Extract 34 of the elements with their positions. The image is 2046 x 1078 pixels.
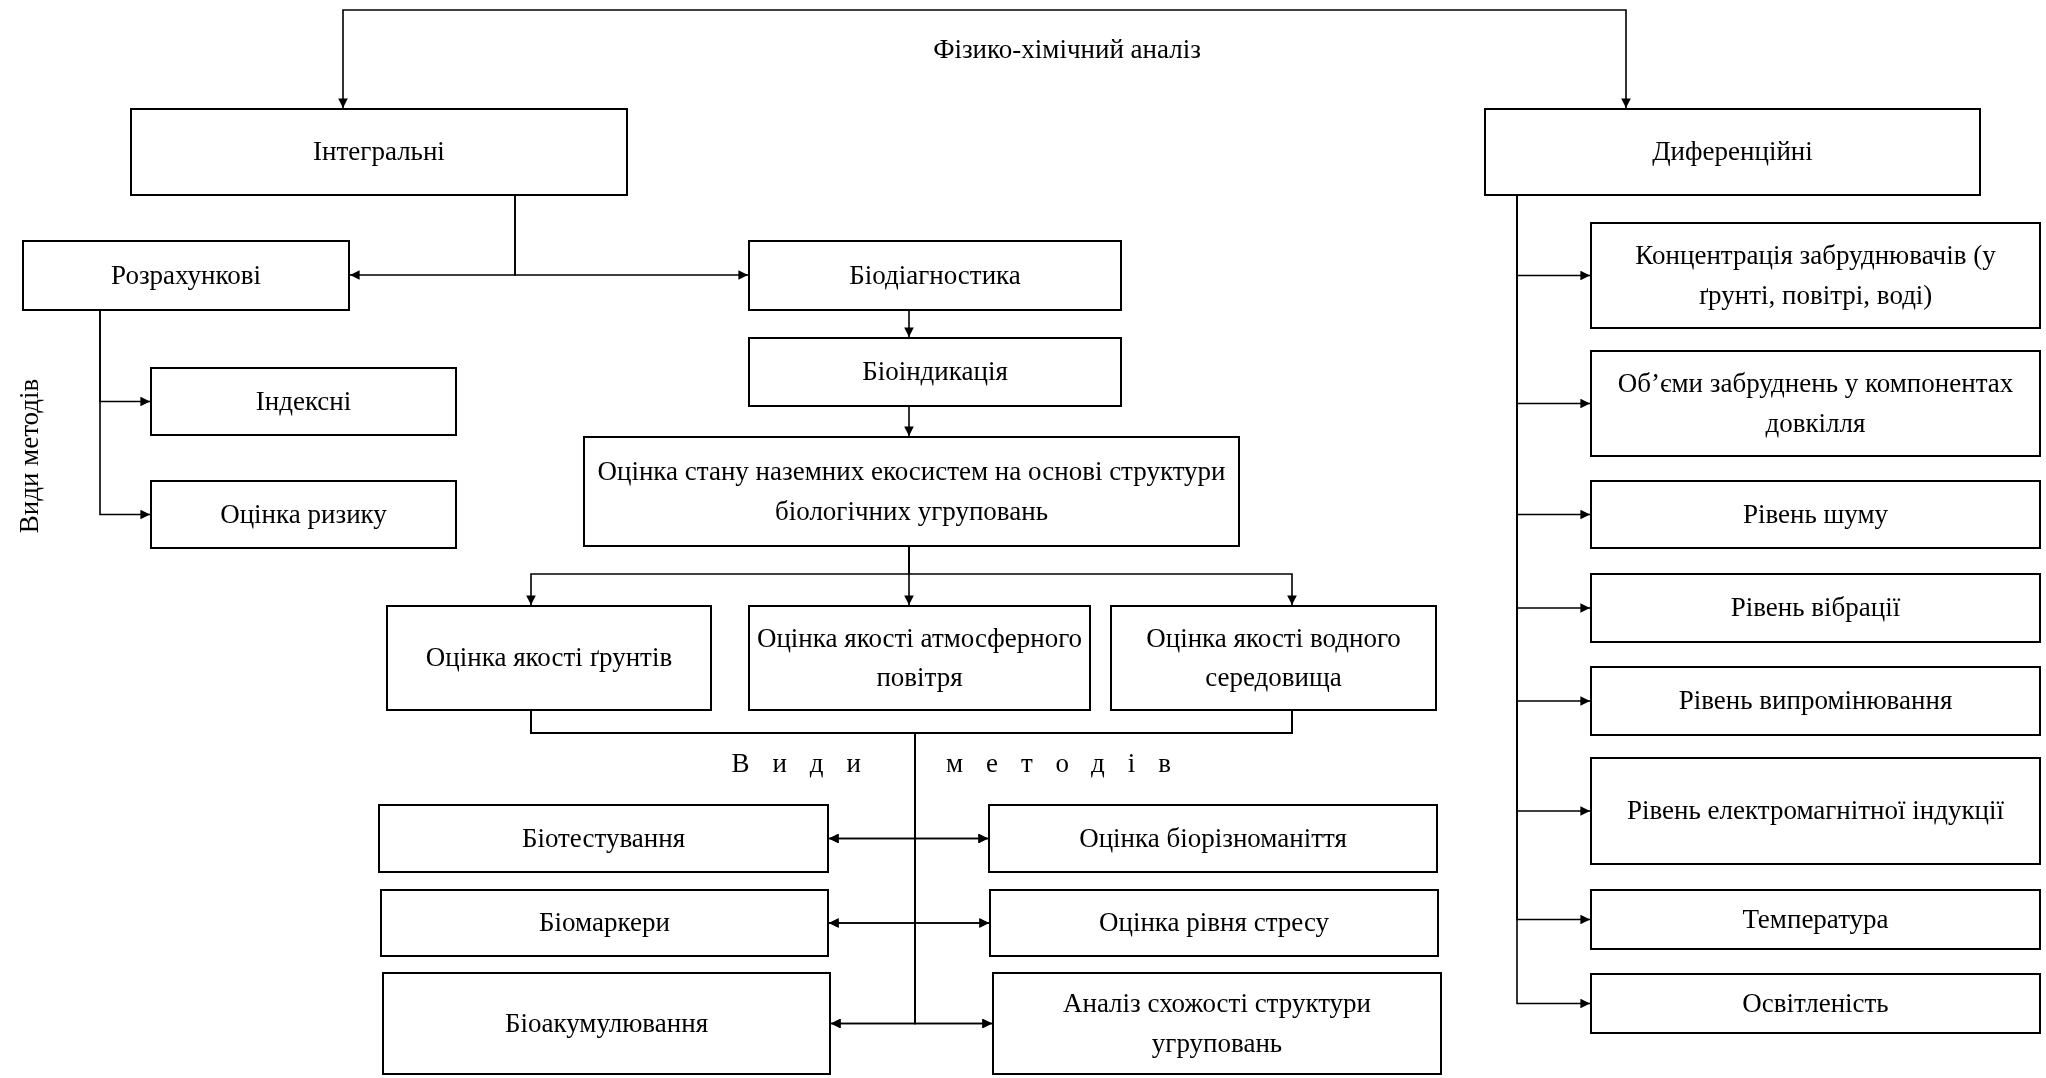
arrow	[99, 310, 151, 520]
arrow	[908, 546, 1297, 606]
method-box: Оцінка якості водного середовища	[1110, 605, 1437, 711]
method-box: Оцінка біорізноманіття	[988, 804, 1438, 873]
method-box: Рівень вібрації	[1590, 573, 2041, 643]
method-box: Біомаркери	[380, 889, 829, 957]
arrow	[904, 310, 914, 338]
method-box: Оцінка якості ґрунтів	[386, 605, 712, 711]
method-box: Оцінка рівня стресу	[989, 889, 1439, 957]
method-box: Об’єми забруднень у компонентах довкілля	[1590, 350, 2041, 457]
arrow	[904, 406, 914, 437]
section-label: Види методів	[731, 748, 1194, 779]
side-label: Види методів	[13, 378, 45, 534]
method-box: Концентрація забруднювачів (у ґрунті, повітрі, воді)	[1590, 222, 2041, 329]
method-box: Оцінка стану наземних екосистем на основі структури біологічних угруповань	[583, 436, 1240, 547]
method-box: Біоіндикація	[748, 337, 1122, 407]
method-box: Рівень шуму	[1590, 480, 2041, 549]
method-box: Індексні	[150, 367, 457, 436]
arrow	[514, 195, 749, 280]
double-arrow	[338, 9, 1631, 109]
method-box: Рівень випромінювання	[1590, 666, 2041, 736]
category-label: Фізико-хімічний аналіз	[933, 34, 1201, 65]
method-box: Біоакумулювання	[382, 972, 831, 1075]
method-box: Аналіз схожості структури угруповань	[992, 972, 1442, 1075]
method-box: Оцінка якості атмосферного повітря	[748, 605, 1091, 711]
method-box: Біодіагностика	[748, 240, 1122, 311]
method-box: Інтегральні	[130, 108, 628, 196]
method-box: Рівень електромагнітної індукції	[1590, 757, 2041, 865]
method-box: Оцінка ризику	[150, 480, 457, 549]
method-box: Біотестування	[378, 804, 829, 873]
method-box: Розрахункові	[22, 240, 350, 311]
method-box: Освітленість	[1590, 973, 2041, 1034]
method-box: Диференційні	[1484, 108, 1981, 196]
method-box: Температура	[1590, 889, 2041, 950]
